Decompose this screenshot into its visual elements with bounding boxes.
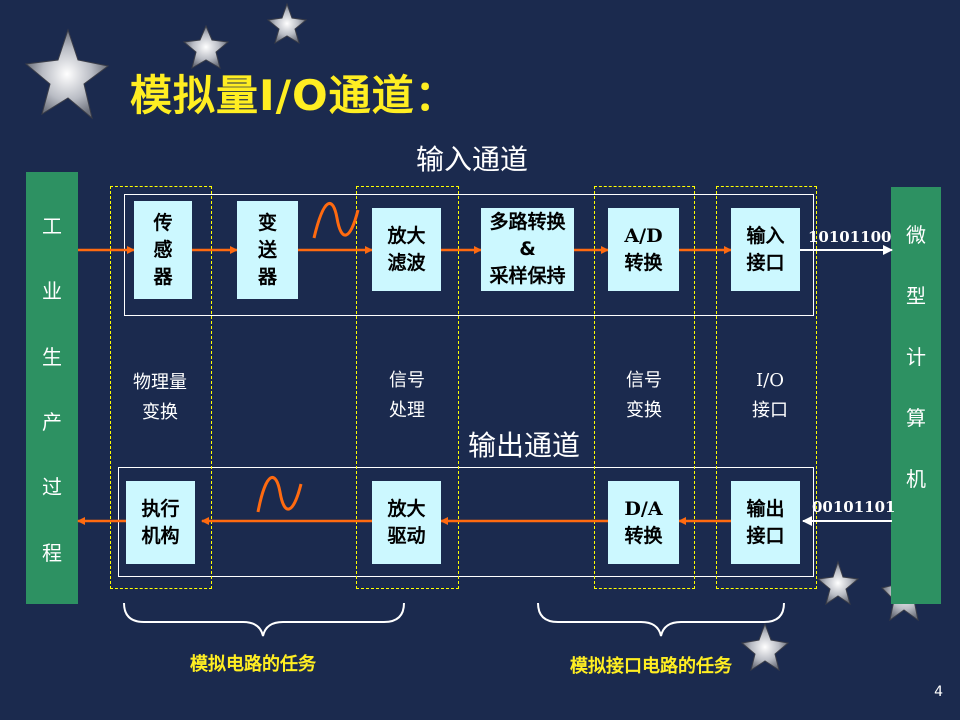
star-icon: [816, 560, 860, 606]
bar-char: 算: [906, 406, 926, 430]
signal-conversion-label: 信号 变换: [626, 370, 662, 421]
input-interface-box: 输入 接口: [731, 208, 800, 291]
bar-char: 过: [42, 475, 62, 500]
input-bits: 10101100: [808, 228, 892, 246]
bar-char: 业: [42, 279, 62, 304]
physical-conversion-label: 物理量 变换: [133, 372, 187, 423]
star-icon: [182, 24, 230, 70]
signal-processing-group: [356, 186, 459, 589]
input-channel-heading: 输入通道: [416, 143, 529, 176]
star-icon: [266, 2, 308, 45]
bar-char: 产: [42, 410, 62, 435]
ad-converter-box: A/D 转换: [608, 208, 679, 291]
analog-circuit-task: 模拟电路的任务: [190, 654, 316, 675]
bar-char: 工: [42, 214, 62, 239]
transmitter-box: 变 送 器: [237, 201, 298, 299]
input-channel-frame: [124, 194, 814, 316]
sensor-box: 传 感 器: [134, 201, 192, 299]
bar-char: 生: [42, 344, 62, 369]
bar-char: 机: [906, 467, 926, 491]
da-converter-box: D/A 转换: [608, 481, 679, 564]
analog-interface-task: 模拟接口电路的任务: [570, 656, 732, 677]
output-bits: 00101101: [812, 498, 896, 516]
physical-conversion-group: [110, 186, 212, 589]
io-interface-label: I/O 接口: [752, 370, 788, 421]
output-interface-box: 输出 接口: [731, 481, 800, 564]
output-channel-heading: 输出通道: [468, 429, 581, 462]
multiplexer-sample-hold-box: 多路转换 & 采样保持: [481, 208, 574, 291]
io-interface-group: [716, 186, 817, 589]
star-icon: [24, 28, 110, 120]
bar-char: 微: [906, 223, 926, 247]
signal-processing-label: 信号 处理: [389, 370, 425, 421]
signal-conversion-group: [594, 186, 695, 589]
microcomputer-bar: 微 型 计 算 机: [891, 187, 941, 604]
bar-char: 计: [906, 345, 926, 369]
page-number: 4: [934, 684, 943, 700]
bar-char: 型: [906, 284, 926, 308]
industrial-process-bar: 工 业 生 产 过 程: [26, 172, 78, 604]
actuator-box: 执行 机构: [126, 481, 195, 564]
amplify-drive-box: 放大 驱动: [372, 481, 441, 564]
amplify-filter-box: 放大 滤波: [372, 208, 441, 291]
slide-title: 模拟量I/O通道：: [130, 71, 458, 120]
bar-char: 程: [42, 540, 62, 565]
star-icon: [740, 622, 790, 672]
